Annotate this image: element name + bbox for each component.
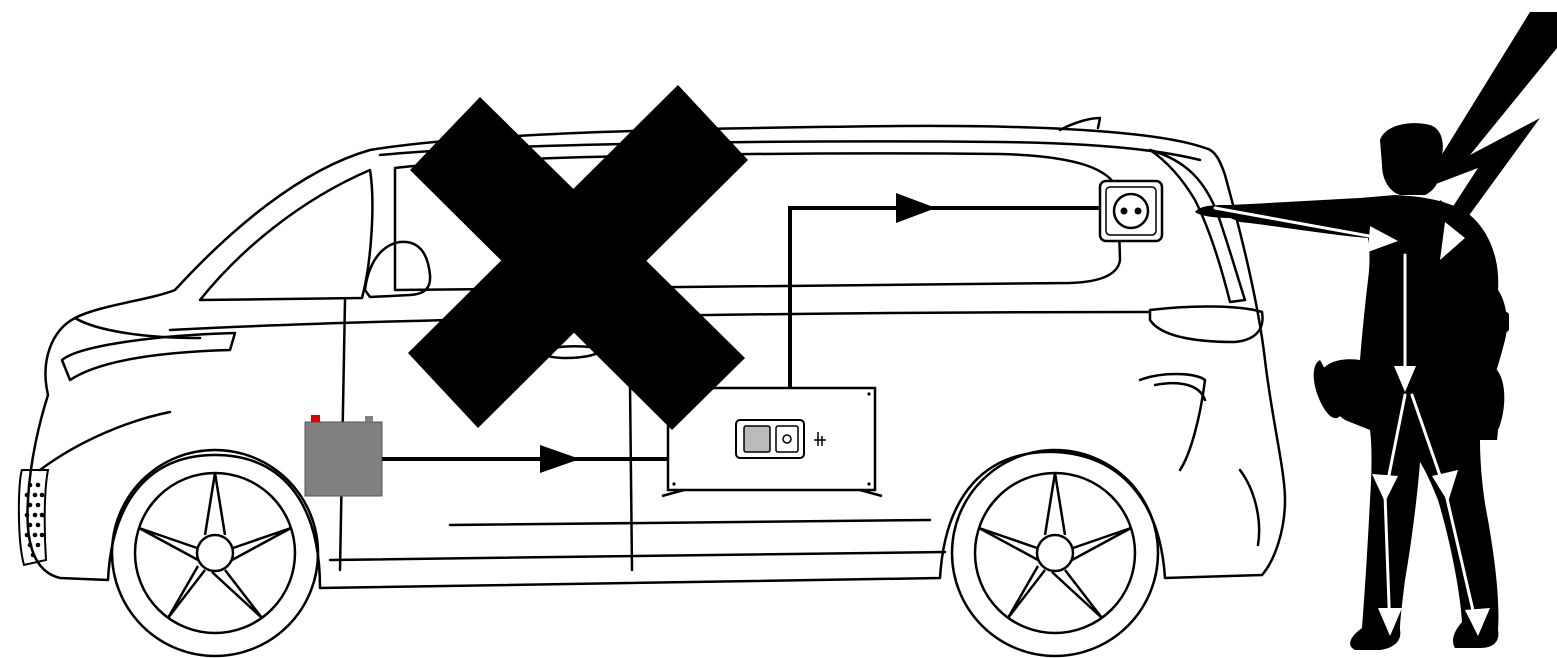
van-front-window: [198, 168, 374, 302]
lightning-bolt-icon: [1420, 12, 1557, 278]
current-arrow-battery: [540, 445, 580, 473]
van-outline: [26, 116, 1287, 590]
van-spoiler: [1058, 116, 1102, 132]
van-side-window: [393, 152, 1122, 292]
van-rear-bumper: [1138, 372, 1207, 472]
van-rear-window: [1148, 148, 1247, 304]
van-charge-port: [1153, 381, 1207, 402]
van-sill-line: [328, 550, 947, 562]
power-inverter: [661, 386, 883, 498]
van-bumper-line: [38, 410, 172, 472]
prohibited-cross: [408, 85, 748, 430]
van-lower-crease: [448, 518, 932, 527]
current-arrow-socket: [896, 193, 936, 223]
van-grille: [17, 469, 50, 567]
van-rear-wheel: [950, 448, 1160, 658]
van-taillight: [1148, 305, 1264, 344]
power-socket: [1098, 179, 1164, 243]
van-sliding-door-line: [628, 383, 634, 572]
vehicle-battery: [304, 415, 383, 497]
van-mirror: [363, 240, 432, 299]
van-body: [26, 124, 1287, 590]
power-wires: [382, 206, 1100, 461]
van-headlight: [60, 331, 237, 382]
van-front-wheel: [110, 448, 320, 658]
van-rear-crease: [1238, 468, 1261, 547]
current-arrowheads: [1368, 226, 1490, 636]
van-hood-line: [73, 316, 202, 340]
